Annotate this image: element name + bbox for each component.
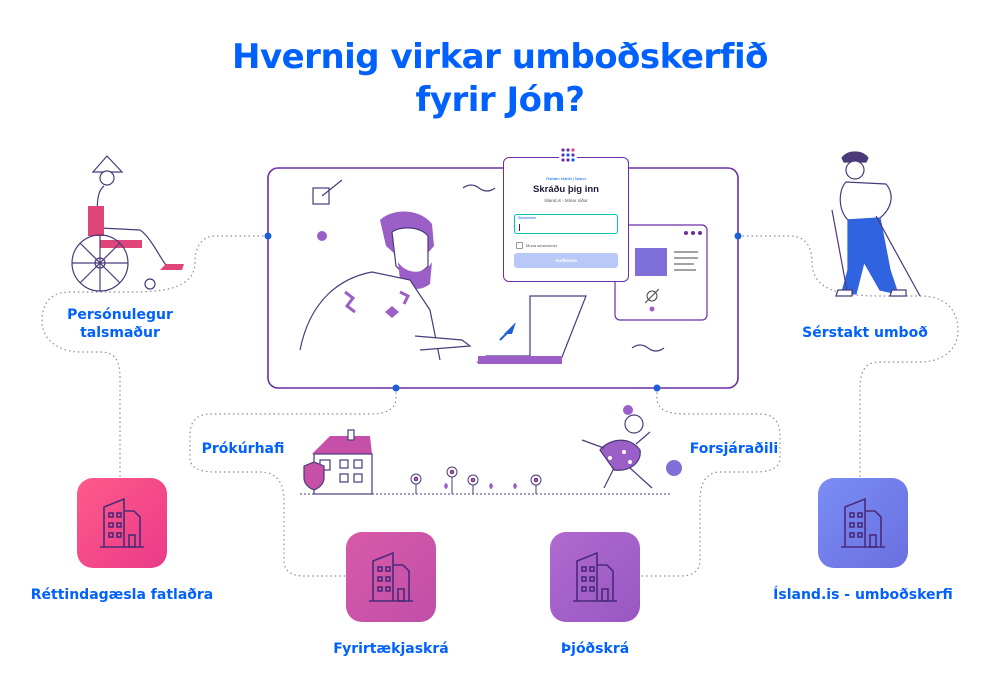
building-icon [369, 551, 413, 602]
tile-disability-rights[interactable] [77, 478, 167, 568]
logo-icon [559, 146, 577, 164]
role-guardian: Forsjáraðili [689, 441, 779, 457]
hiker-person-icon [831, 151, 921, 297]
running-child-icon [581, 405, 682, 489]
login-heading: Skráðu þig inn [533, 184, 599, 195]
title-line-1: Hvernig virkar umboðskerfið [232, 37, 768, 77]
screen-decorations [312, 179, 665, 352]
authenticate-button[interactable]: Auðkenna [514, 253, 618, 268]
connector-dot [392, 384, 400, 392]
tile-national-registry[interactable] [550, 532, 640, 622]
house-icon [303, 429, 373, 495]
flower-icon [410, 466, 542, 494]
connector-lines [41, 235, 959, 577]
role-special-mandate: Sérstakt umboð [802, 325, 928, 341]
tile-company-registry[interactable] [346, 532, 436, 622]
tile-island-mandates[interactable] [818, 478, 908, 568]
login-breadcrumb[interactable]: Rafræn skilríki | Ísland [546, 176, 586, 181]
login-card: Rafræn skilríki | Ísland Skráðu þig inn … [503, 146, 629, 282]
role-line-1: Persónulegur [67, 307, 173, 323]
role-line-2: talsmaður [80, 325, 160, 341]
role-procurator: Prókúrhafi [201, 441, 285, 457]
role-personal-spokesperson: Persónulegur talsmaður [60, 306, 180, 342]
connector-dot [264, 232, 272, 240]
phone-input[interactable]: Símanúmer [514, 214, 618, 234]
title-line-2: fyrir Jón? [415, 80, 585, 120]
man-at-laptop-icon [299, 211, 587, 364]
connector-dot [653, 384, 661, 392]
wheelchair-person-icon [71, 155, 184, 292]
browser-window-illustration [614, 224, 708, 321]
building-icon [841, 497, 885, 548]
page-title: Hvernig virkar umboðskerfið fyrir Jón? [0, 36, 1000, 122]
building-icon [573, 551, 617, 602]
remember-checkbox[interactable]: Muna símanúmer [516, 242, 557, 249]
phone-input-label: Símanúmer [518, 216, 537, 220]
registry-disability-rights-label: Réttindagæsla fatlaðra [30, 587, 214, 603]
building-icon [100, 497, 144, 548]
registry-national-label: Þjóðskrá [560, 641, 630, 657]
text-caret [519, 224, 520, 231]
login-subheading: Ísland.is - Mínar síður [544, 198, 588, 203]
connector-dot [734, 232, 742, 240]
checkbox-icon[interactable] [516, 242, 523, 249]
registry-island-label: Ísland.is - umboðskerfi [773, 587, 953, 603]
remember-label: Muna símanúmer [526, 243, 558, 248]
registry-company-label: Fyrirtækjaskrá [333, 641, 449, 657]
